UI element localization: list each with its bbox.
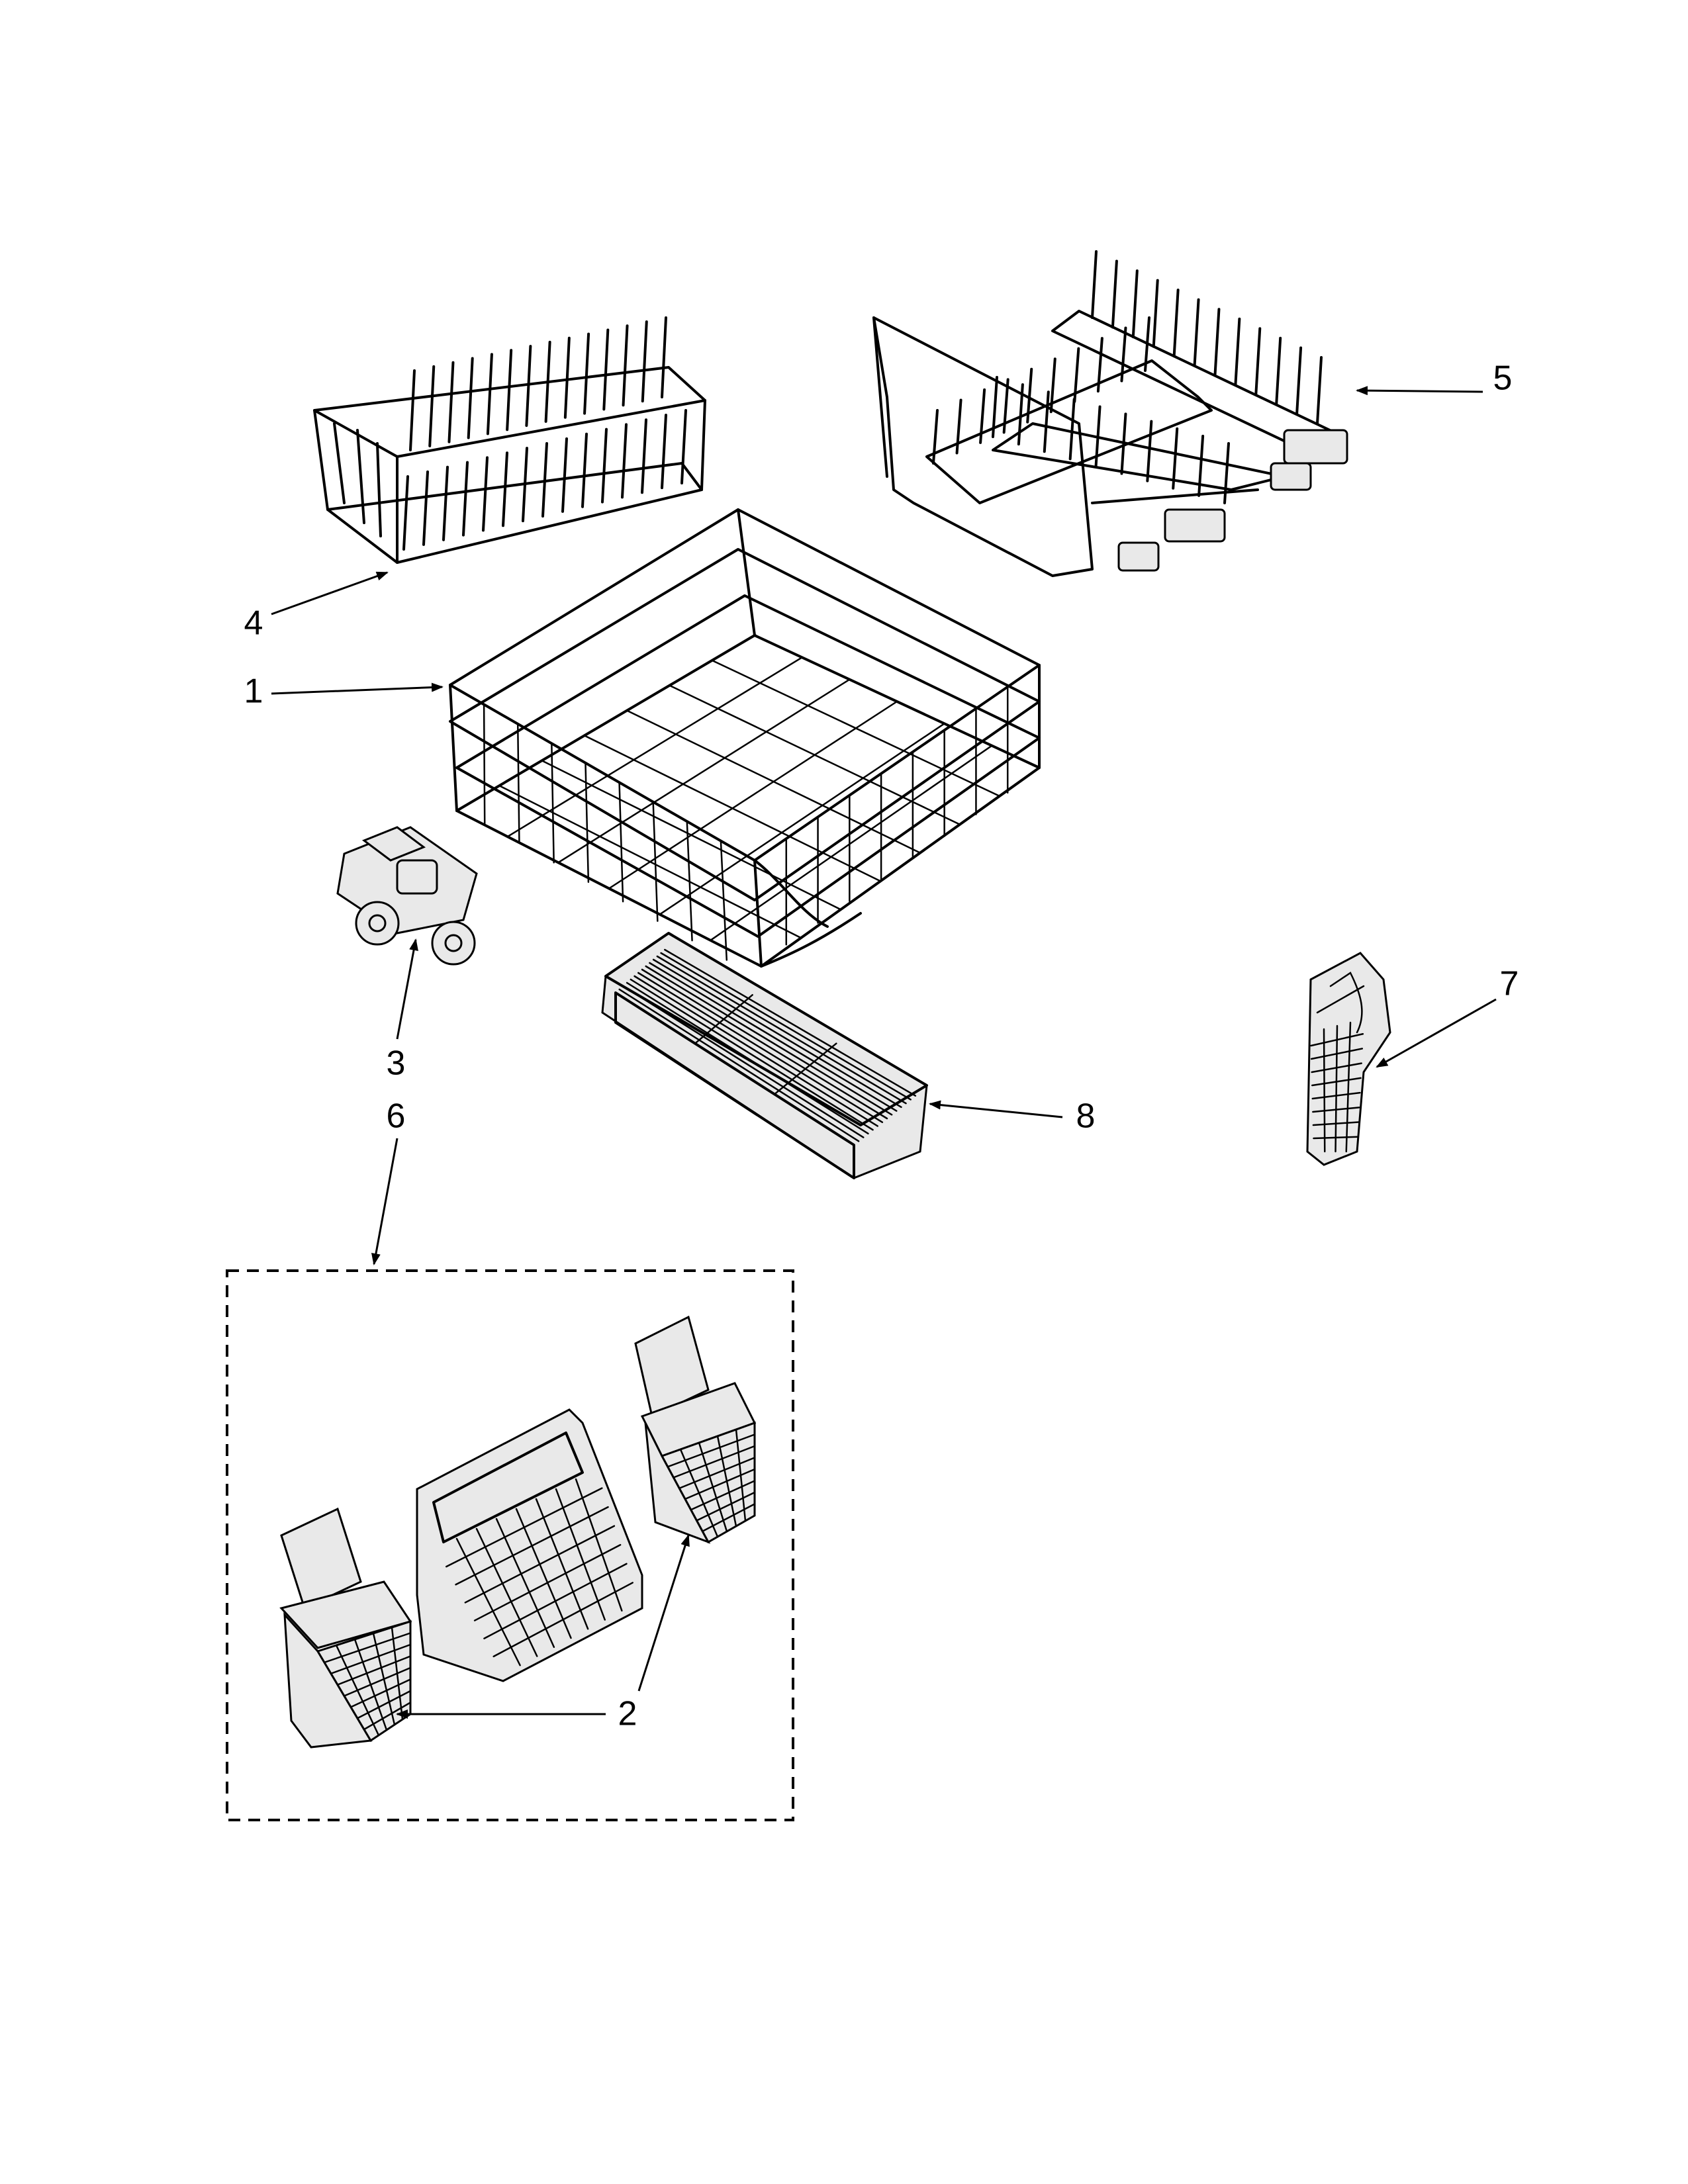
- leader-6: [371, 1138, 399, 1265]
- callout-2: 2: [618, 1695, 637, 1733]
- rack-wheel-assembly-icon: [336, 826, 478, 966]
- tine-row-right-icon: [872, 250, 1348, 577]
- leader-7: [1376, 998, 1497, 1068]
- silverware-basket-kit-icon: [279, 1315, 757, 1749]
- small-silverware-basket-icon-2: [634, 1315, 757, 1544]
- callout-4: 4: [244, 604, 263, 643]
- callout-7: 7: [1500, 965, 1519, 1003]
- leader-1: [271, 682, 444, 695]
- leader-2b: [637, 1534, 690, 1692]
- tine-row-left-icon: [313, 316, 706, 564]
- utensil-tray-icon: [601, 932, 928, 1179]
- leader-3: [396, 938, 418, 1040]
- callout-8: 8: [1076, 1097, 1096, 1136]
- callout-3: 3: [387, 1044, 406, 1083]
- leader-4: [271, 571, 389, 615]
- callout-6: 6: [387, 1097, 406, 1136]
- callout-5: 5: [1493, 359, 1513, 398]
- small-silverware-basket-icon: [279, 1507, 412, 1749]
- silverware-basket-large-icon: [416, 1408, 643, 1682]
- upper-rack-icon: [449, 508, 1041, 968]
- callout-1: 1: [244, 672, 263, 711]
- narrow-utensil-basket-icon: [1306, 952, 1391, 1166]
- kit-boundary-box: [226, 1269, 794, 1821]
- leader-5: [1356, 386, 1483, 396]
- leader-8: [929, 1100, 1063, 1118]
